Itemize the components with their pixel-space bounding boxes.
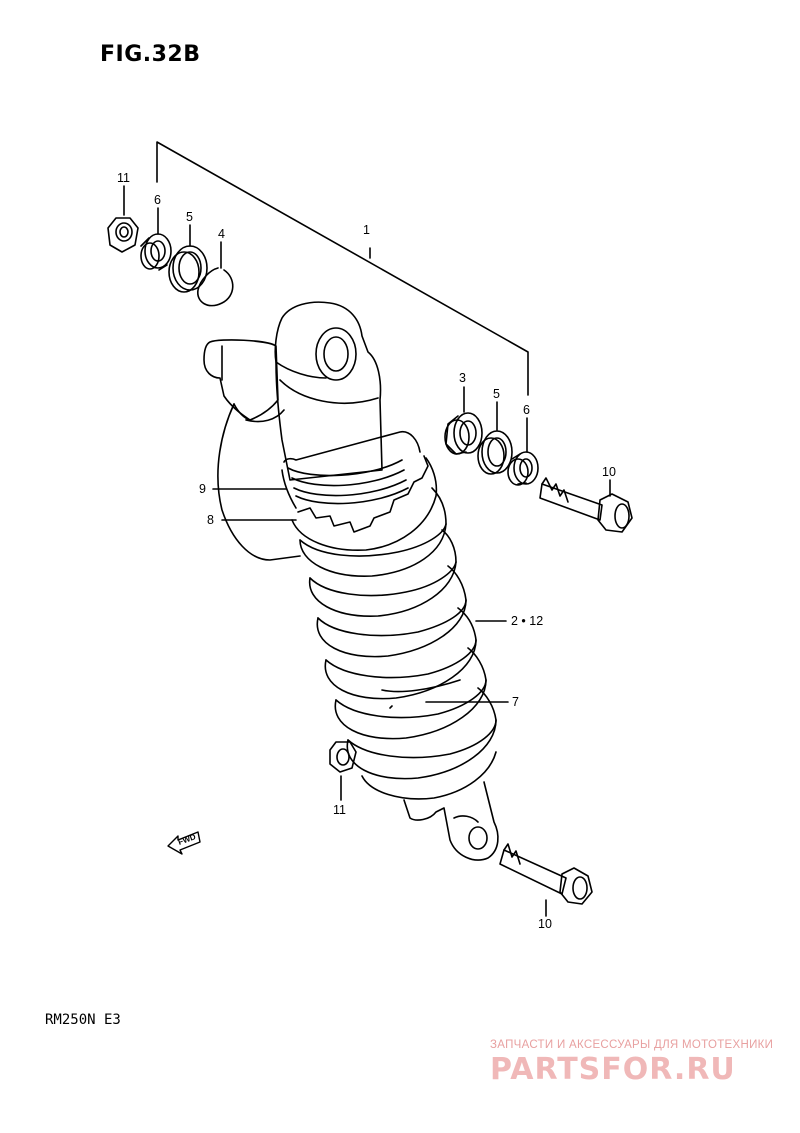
watermark-tagline: ЗАПЧАСТИ И АКСЕССУАРЫ ДЛЯ МОТОТЕХНИКИ [490, 1039, 774, 1051]
shock-absorber-icon [203, 301, 499, 861]
callout-1: 1 [363, 223, 370, 237]
callout-10-top: 10 [602, 465, 616, 479]
bushing-icon [140, 233, 172, 271]
callout-11-bottom: 11 [333, 803, 346, 817]
model-label: RM250N E3 [45, 1012, 121, 1028]
hex-nut-icon [107, 217, 139, 253]
callout-6-right: 6 [523, 403, 530, 417]
callout-2-12: 2 • 12 [511, 614, 544, 628]
bearing-icon [444, 412, 483, 455]
bushing-icon [507, 451, 539, 486]
callout-6-left: 6 [154, 193, 161, 207]
spacer-ring-icon [477, 430, 513, 475]
bolt-icon [499, 843, 593, 905]
callout-9: 9 [199, 482, 206, 496]
spacer-ring-icon [168, 245, 208, 293]
callout-7: 7 [512, 695, 519, 709]
circlip-icon [197, 267, 234, 307]
callout-4: 4 [218, 227, 225, 241]
figure-title: FIG.32B [100, 42, 201, 67]
leader-lines [123, 185, 611, 917]
callout-5-left: 5 [186, 210, 193, 224]
callout-11-top: 11 [117, 171, 130, 185]
assembly-bracket-line [156, 141, 529, 396]
callout-10-bottom: 10 [538, 917, 552, 931]
callout-3: 3 [459, 371, 466, 385]
fwd-arrow-icon [167, 831, 201, 855]
hex-nut-icon [329, 741, 357, 773]
callout-8: 8 [207, 513, 214, 527]
watermark-logo: PARTSFOR.RU [490, 1052, 736, 1087]
callout-5-right: 5 [493, 387, 500, 401]
bolt-icon [539, 477, 633, 533]
